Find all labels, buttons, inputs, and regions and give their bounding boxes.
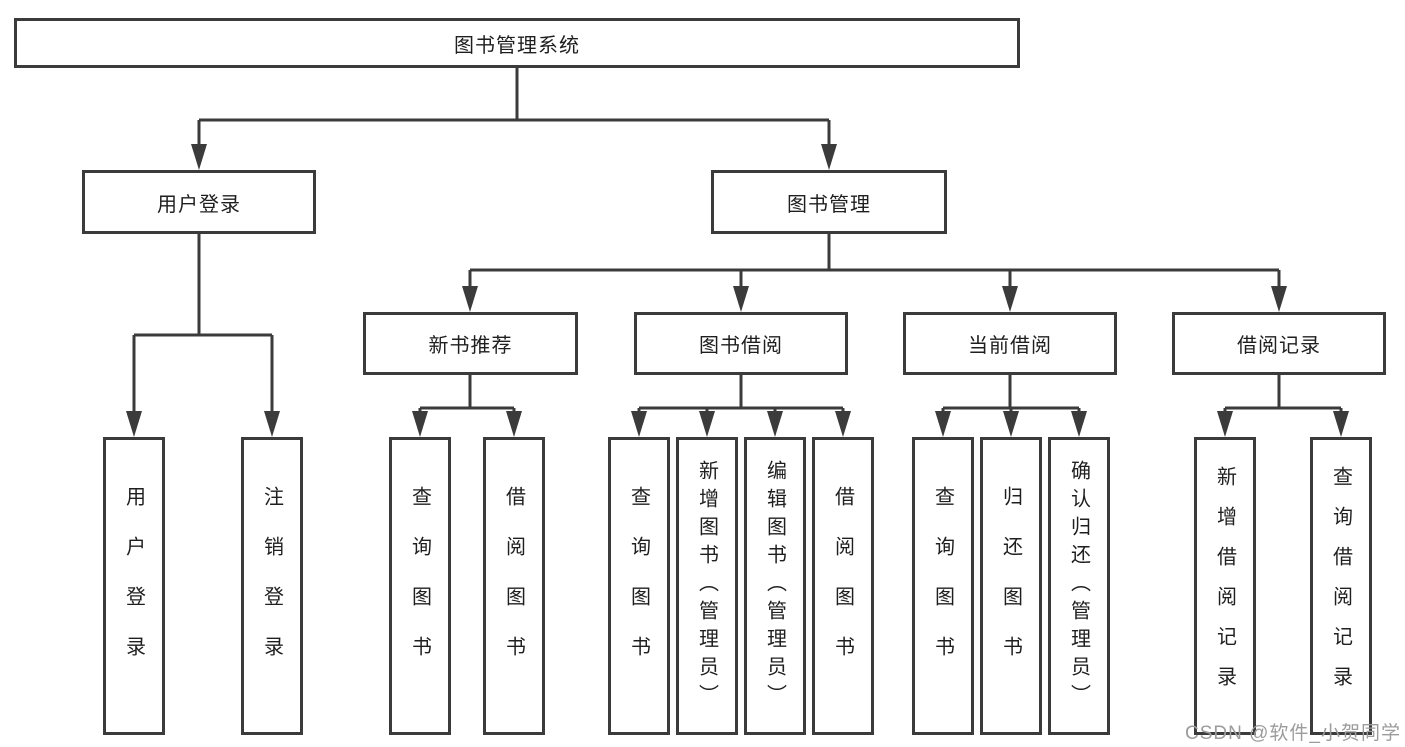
leaf-query-book-recommend: 查询图书	[389, 437, 451, 735]
leaf-return-book: 归还图书	[980, 437, 1042, 735]
leaf-borrow-book-recommend: 借阅图书	[483, 437, 545, 735]
leaf-edit-book-admin: 编辑图书（管理员）	[744, 437, 806, 735]
leaf-query-book-borrow: 查询图书	[608, 437, 670, 735]
node-new-book-recommend: 新书推荐	[363, 312, 578, 375]
node-book-management: 图书管理	[711, 170, 947, 234]
leaf-query-borrow-record: 查询借阅记录	[1310, 437, 1372, 735]
leaf-add-book-admin: 新增图书（管理员）	[676, 437, 738, 735]
leaf-user-login: 用户登录	[103, 437, 165, 735]
node-book-borrow: 图书借阅	[634, 312, 848, 375]
leaf-confirm-return-admin: 确认归还（管理员）	[1048, 437, 1110, 735]
node-root-library-system: 图书管理系统	[14, 18, 1020, 68]
node-current-borrow: 当前借阅	[903, 312, 1117, 375]
leaf-borrow-book: 借阅图书	[812, 437, 874, 735]
leaf-logout: 注销登录	[241, 437, 303, 735]
node-borrow-record: 借阅记录	[1172, 312, 1386, 375]
leaf-query-book-current: 查询图书	[912, 437, 974, 735]
node-user-login: 用户登录	[82, 170, 316, 234]
arrowheads	[126, 144, 1349, 437]
csdn-watermark: CSDN @软件_小贺同学	[1185, 723, 1401, 744]
leaf-add-borrow-record: 新增借阅记录	[1194, 437, 1256, 735]
